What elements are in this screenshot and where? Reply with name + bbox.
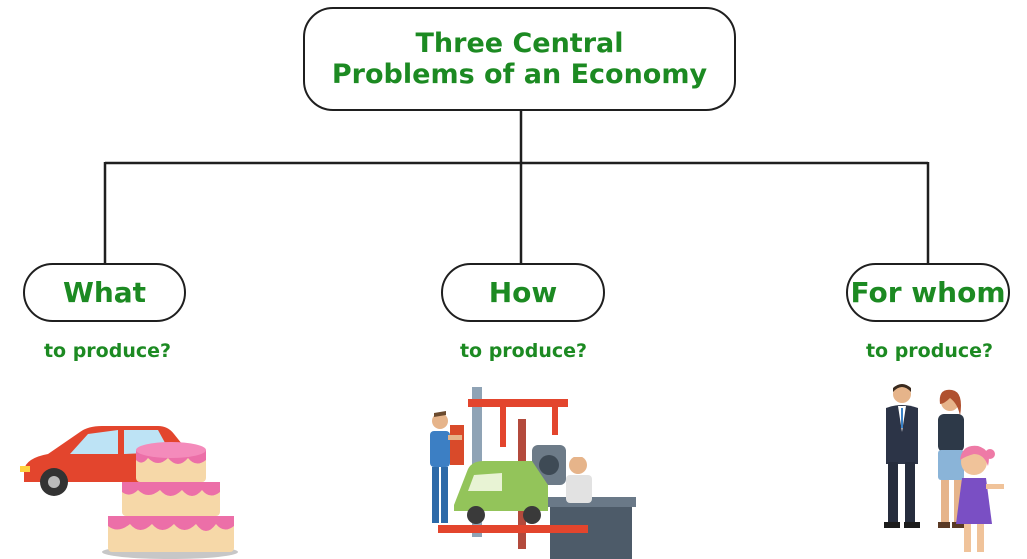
worker-left-icon — [430, 411, 462, 523]
node-how: How — [441, 263, 605, 322]
car-and-cake-illustration — [20, 426, 238, 559]
node-for-whom-label: For whom — [850, 276, 1006, 309]
family-illustration — [884, 384, 1004, 552]
root-title-line1: Three Central — [415, 28, 624, 59]
man-icon — [884, 384, 920, 528]
node-what: What — [23, 263, 186, 322]
woman-icon — [938, 389, 964, 528]
node-how-label: How — [488, 276, 558, 309]
root-title-line2: Problems of an Economy — [331, 59, 708, 90]
girl-icon — [956, 445, 1004, 552]
subtitle-how: to produce? — [459, 340, 588, 362]
subtitle-what: to produce? — [43, 340, 172, 362]
node-what-label: What — [62, 276, 147, 309]
node-for-whom: For whom — [846, 263, 1010, 322]
worker-right-icon — [566, 449, 592, 503]
factory-workers-illustration — [430, 387, 636, 559]
cake-icon — [102, 442, 238, 559]
root-node: Three Central Problems of an Economy — [303, 7, 736, 111]
car-frame-icon — [438, 461, 588, 533]
subtitle-for-whom: to produce? — [865, 340, 994, 362]
